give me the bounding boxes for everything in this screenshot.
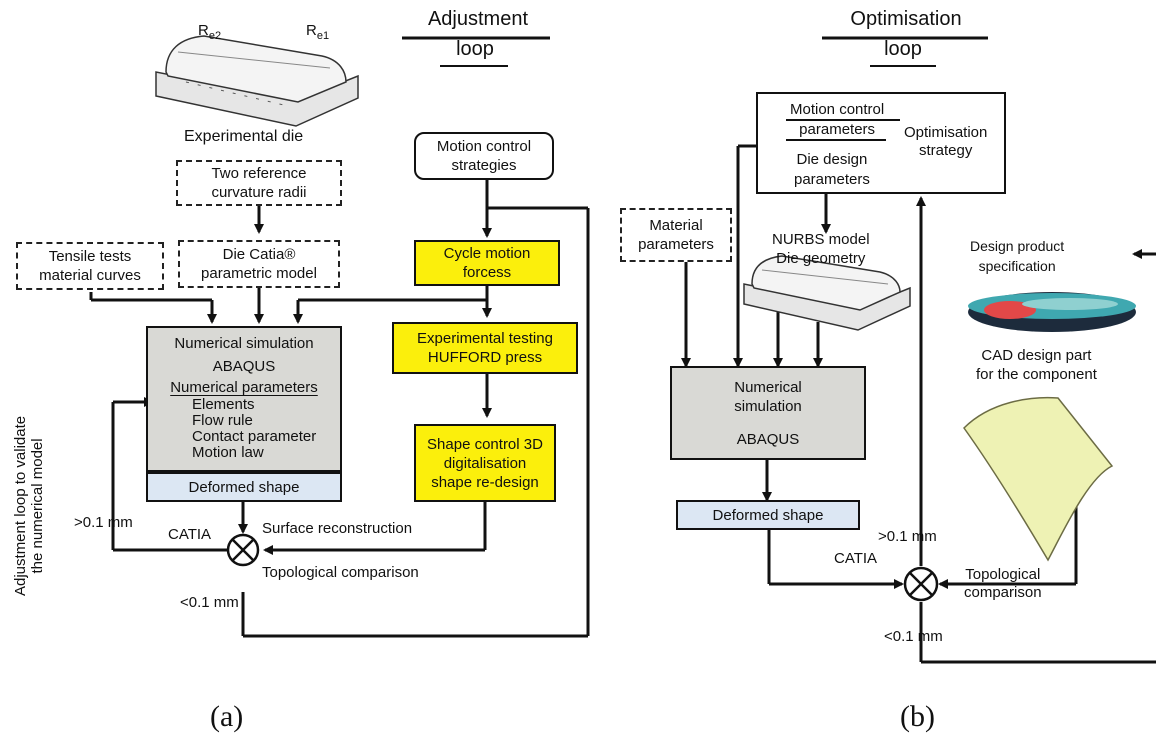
adjustment-side-label: Adjustment loop to validate the numerica… <box>12 415 46 596</box>
motion-control-parameters-label: Motion control parameters <box>790 101 885 138</box>
topological-comparison-label-b: Topological comparison <box>964 566 1042 601</box>
motion-params-underline-1 <box>786 119 900 121</box>
catia-model-box: Die Catia®parametric model <box>178 240 340 288</box>
nurbs-die-illustration <box>743 255 911 331</box>
numerical-parameters-heading: Numerical parameters <box>170 379 318 396</box>
caption-a: (a) <box>210 700 244 733</box>
catia-label-a: CATIA <box>168 526 212 543</box>
title-optimisation-loop: loop <box>884 38 922 60</box>
deformed-shape-box-b: Deformed shape <box>676 500 860 530</box>
curved-panel-illustration <box>963 396 1114 562</box>
title-adjustment: Adjustment <box>427 8 529 30</box>
caption-b: (b) <box>900 700 935 733</box>
threshold-lt-b: <0.1 mm <box>884 628 943 645</box>
numerical-simulation-box: Numerical simulation ABAQUS Numerical pa… <box>146 326 342 472</box>
title-adjustment-loop: loop <box>456 38 494 60</box>
experimental-die-illustration <box>155 35 359 127</box>
radius-re2-label: Re2 <box>198 22 222 42</box>
title-optimisation: Optimisation <box>850 8 962 30</box>
surface-reconstruction-label: Surface reconstruction <box>262 520 413 537</box>
topological-comparison-label-a: Topological comparison <box>262 564 419 581</box>
motion-params-underline-2 <box>786 139 886 141</box>
numerical-simulation-box-b: Numerical simulation ABAQUS <box>670 366 866 460</box>
nurbs-model-label: NURBS model Die geometry <box>772 231 870 267</box>
optimisation-strategy-box <box>756 92 1006 194</box>
cad-design-label: CAD design part for the component <box>976 347 1097 383</box>
cad-part-illustration <box>968 292 1136 332</box>
catia-label-b: CATIA <box>834 550 878 567</box>
die-design-parameters-label: Die design parameters <box>794 151 870 188</box>
radius-re1-label: Re1 <box>306 22 330 42</box>
optimisation-strategy-label: Optimisation strategy <box>904 124 988 159</box>
design-product-specification-label: Design product specification <box>970 238 1065 274</box>
threshold-gt-b: >0.1 mm <box>878 528 937 545</box>
deformed-shape-box-a: Deformed shape <box>146 472 342 502</box>
experimental-die-label: Experimental die <box>184 128 304 145</box>
threshold-lt-a: <0.1 mm <box>180 594 239 611</box>
threshold-gt-a: >0.1 mm <box>74 514 133 531</box>
